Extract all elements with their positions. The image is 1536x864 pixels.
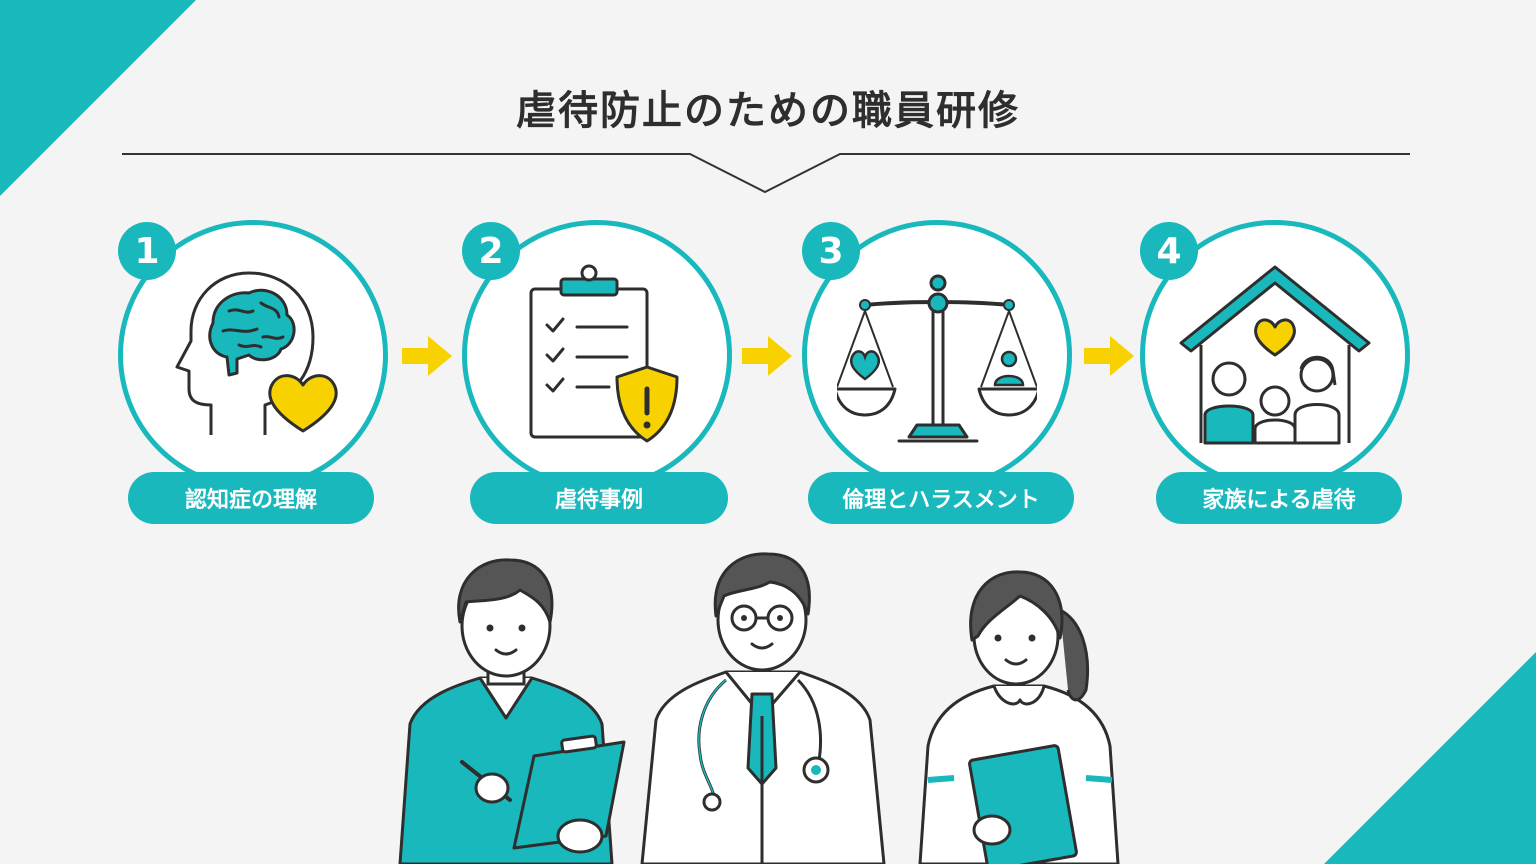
- step-label: 家族による虐待: [1156, 472, 1402, 524]
- step-number: 4: [1140, 222, 1198, 280]
- clipboard-warning-icon: [529, 264, 679, 443]
- nurse-scrubs-figure: [398, 558, 626, 864]
- brain-heart-icon: [175, 271, 338, 435]
- step-1: 1 認知症の理解: [118, 220, 398, 530]
- step-label: 認知症の理解: [128, 472, 374, 524]
- scales-icon: [837, 274, 1037, 443]
- house-family-icon: [1179, 265, 1371, 445]
- corner-accent-bottom-right: [1324, 652, 1536, 864]
- staff-illustration: [398, 552, 1120, 864]
- step-number: 1: [118, 222, 176, 280]
- step-3: 3 倫理とハラスメント: [802, 220, 1082, 530]
- arrow-right-icon: [402, 336, 452, 376]
- step-4: 4 家族による虐待: [1140, 220, 1420, 530]
- nurse-figure: [918, 570, 1120, 864]
- title-divider: [122, 153, 1410, 194]
- corner-accent-top-left: [0, 0, 196, 196]
- step-2: 2 虐待事例: [462, 220, 742, 530]
- arrow-right-icon: [1084, 336, 1134, 376]
- arrow-right-icon: [742, 336, 792, 376]
- doctor-figure: [640, 552, 886, 864]
- step-number: 2: [462, 222, 520, 280]
- step-label: 倫理とハラスメント: [808, 472, 1074, 524]
- step-number: 3: [802, 222, 860, 280]
- page-title: 虐待防止のための職員研修: [516, 88, 1020, 134]
- step-label: 虐待事例: [470, 472, 728, 524]
